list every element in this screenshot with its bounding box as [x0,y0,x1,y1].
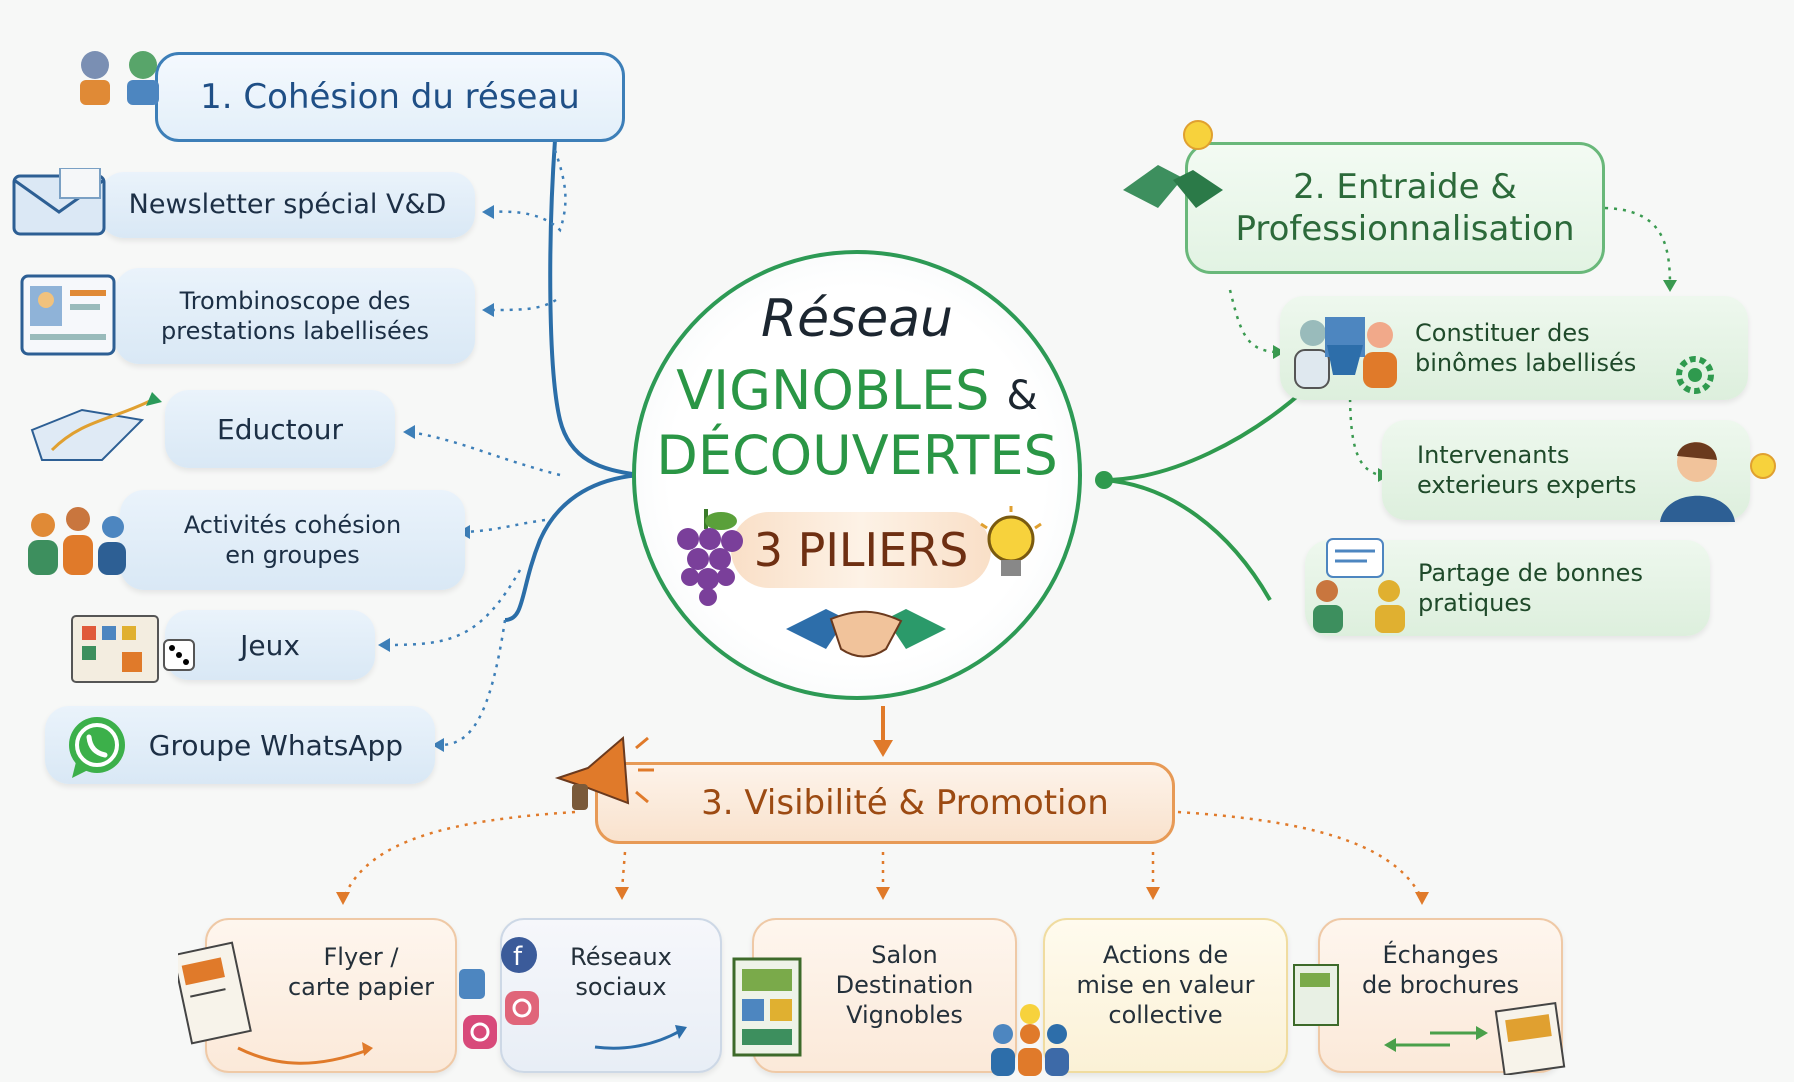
list-item-activites[interactable]: Activités cohésion en groupes [120,490,465,590]
team-pair-icon [1285,305,1405,399]
handshake-icon [786,589,946,673]
megaphone-icon [548,718,658,822]
list-item-newsletter[interactable]: Newsletter spécial V&D [100,172,475,238]
flyer-icon [172,938,378,1082]
brand-line1: VIGNOBLES & [676,359,1038,422]
pillars-banner: 3 PILIERS [731,512,991,588]
expert-icon [1655,432,1785,526]
crowd-icon [985,1000,1075,1082]
list-item-actions[interactable]: Actions de mise en valeur collective [1043,918,1288,1073]
list-item-eductour[interactable]: Eductour [165,390,395,468]
whatsapp-icon [62,712,132,786]
center-title: Réseau [760,289,954,349]
social-media-icon: f [455,935,695,1069]
list-item-flyer[interactable]: Flyer / carte papier [205,918,457,1073]
center-hub: Réseau VIGNOBLES & DÉCOUVERTES 3 PILIERS [632,250,1082,700]
list-item-trombinoscope[interactable]: Trombinoscope des prestations labellisée… [115,268,475,364]
pillar2-title: 2. Entraide & Professionnalisation [1185,142,1605,274]
handshake-idea-icon [1118,110,1228,224]
grapes-icon [666,499,746,613]
fair-stand-icon [730,955,810,1069]
list-item-jeux[interactable]: Jeux [165,610,375,680]
pillar3-title: 3. Visibilité & Promotion [595,762,1175,844]
pillar1-title: 1. Cohésion du réseau [155,52,625,142]
people-group-icon [18,495,128,589]
svg-text:f: f [513,942,523,972]
board-game-icon [68,612,198,694]
team-puzzle-icon [55,25,175,129]
brand-line2: DÉCOUVERTES [656,424,1058,487]
lightbulb-icon [976,504,1046,598]
profile-card-icon [18,270,118,364]
sharing-icon [1305,535,1415,639]
envelope-icon [10,167,110,244]
gear-icon [1665,345,1725,409]
brochure-icon [1290,945,1580,1079]
map-icon [22,380,162,476]
